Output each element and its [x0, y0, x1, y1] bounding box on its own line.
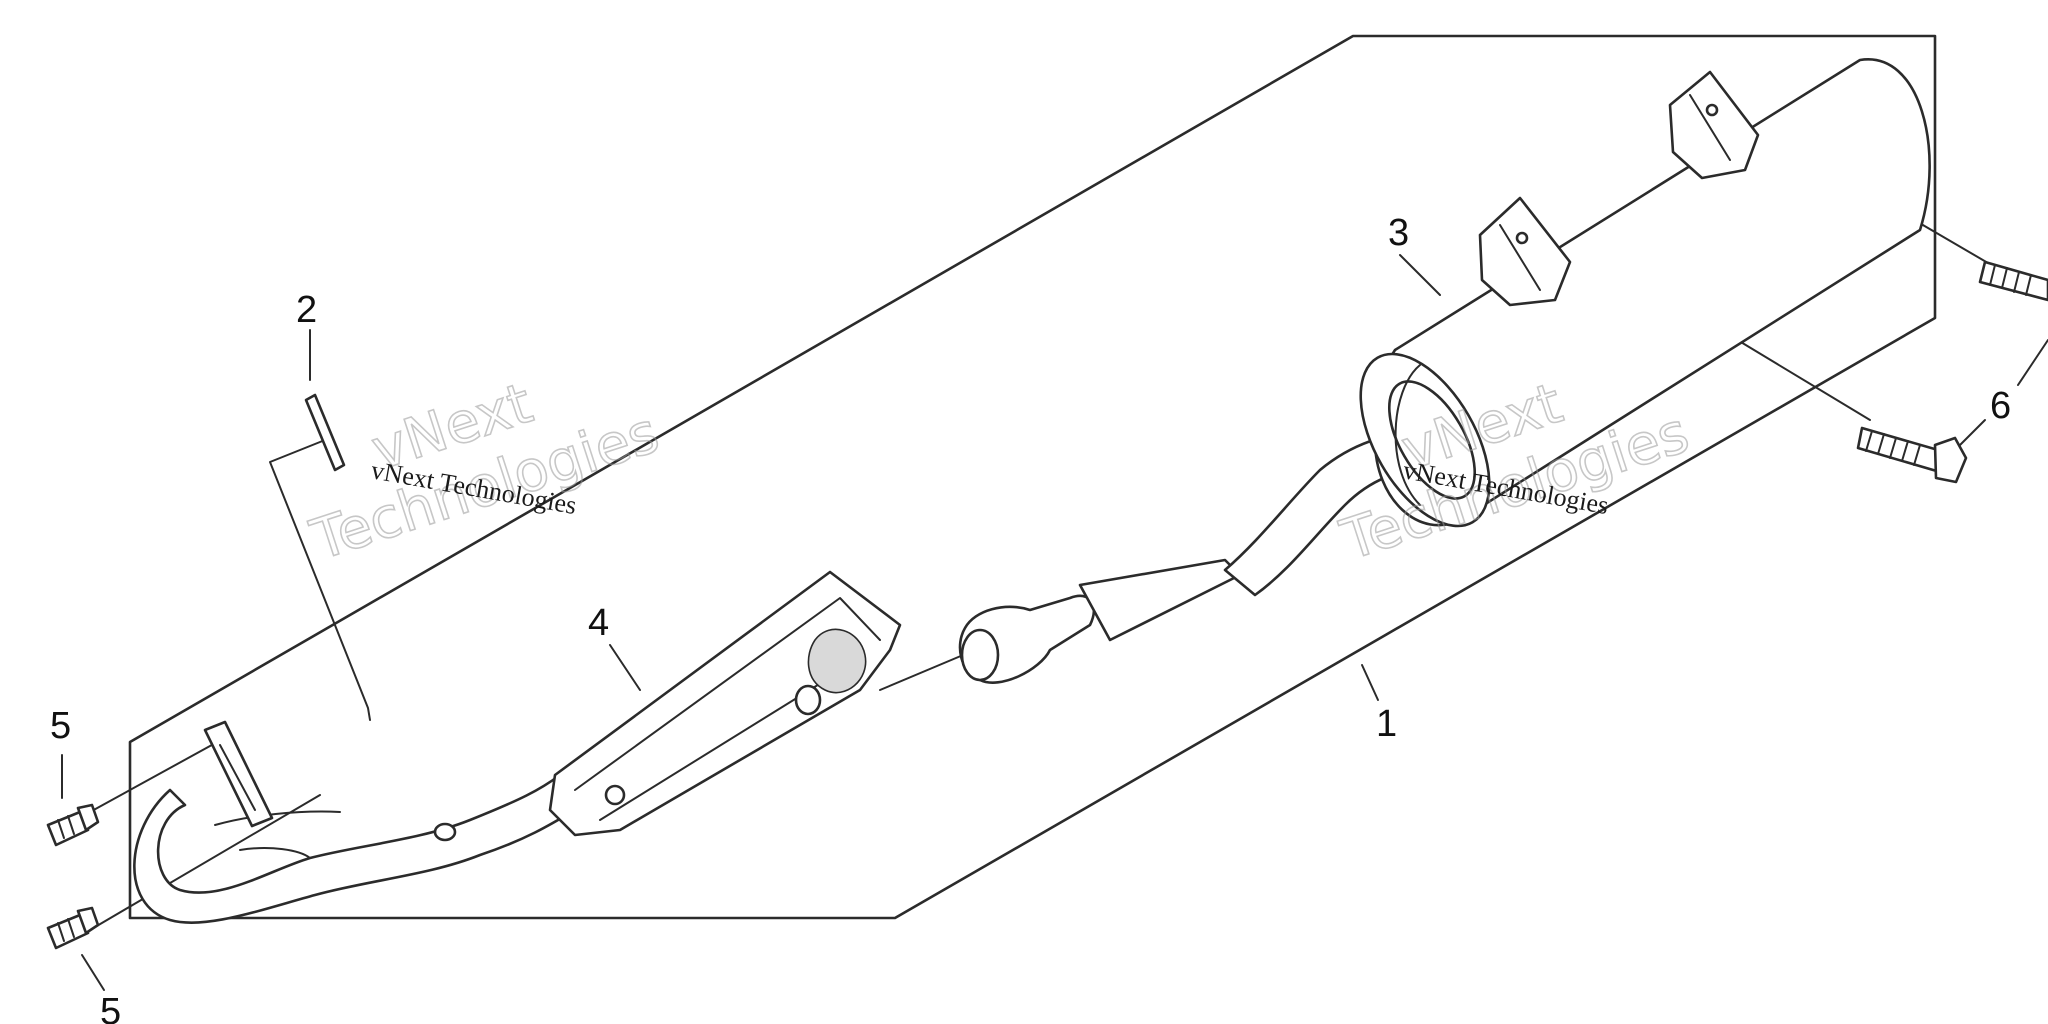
callout-4: 4 [588, 602, 609, 644]
callout-labels: 2 3 4 1 5 5 6 [50, 212, 2011, 1024]
muffler-bolt-lower [1856, 426, 1968, 484]
gasket-part [304, 393, 346, 472]
assembly-outline [128, 34, 1937, 920]
callout-3: 3 [1388, 212, 1409, 254]
muffler-bolt-upper [1978, 260, 2048, 302]
header-flange [203, 720, 274, 828]
callout-5-upper: 5 [50, 705, 71, 747]
muffler-bracket-rear [1668, 70, 1760, 180]
flange-bolt-upper [46, 803, 100, 847]
flange-bolt-lower [46, 906, 100, 950]
watermark-left: vNext Technologies vNext Technologies [302, 370, 667, 574]
muffler-bracket-front [1478, 196, 1572, 307]
heat-shield-part [548, 570, 902, 837]
callout-2: 2 [296, 289, 317, 331]
muffler-part [1359, 58, 1931, 528]
callout-5-lower: 5 [100, 991, 121, 1024]
callout-6: 6 [1990, 385, 2011, 427]
callout-1: 1 [1376, 703, 1397, 745]
link-pipe [958, 432, 1432, 684]
